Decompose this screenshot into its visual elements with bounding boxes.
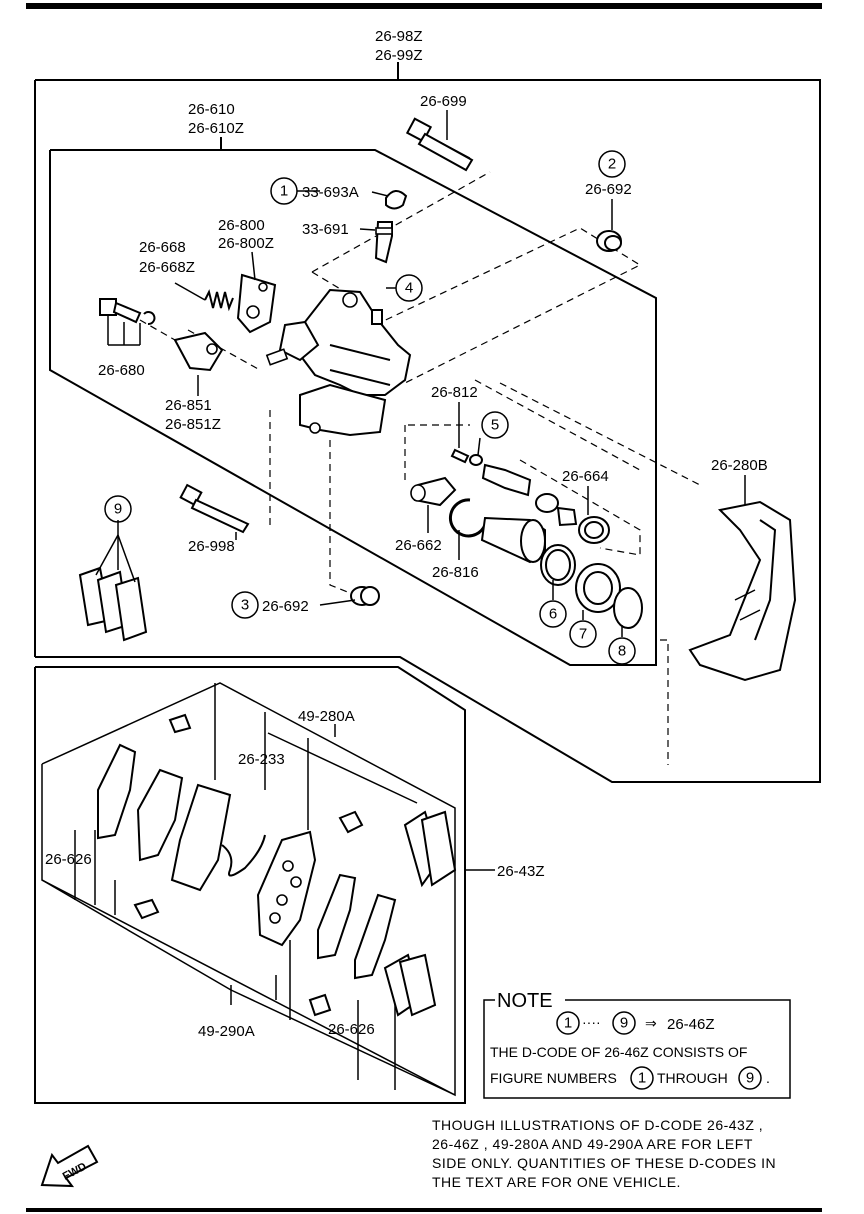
bolt-26-699	[405, 117, 474, 172]
label-pad-kit-43z: 26-43Z	[497, 863, 545, 880]
clip-set-part-9	[78, 566, 148, 642]
note-range-dots: ····	[582, 1014, 601, 1030]
fwd-arrow-icon	[40, 1144, 99, 1188]
disclaimer-line-1: THOUGH ILLUSTRATIONS OF D-CODE 26-43Z ,	[432, 1117, 763, 1133]
label-bolt-680: 26-680	[98, 362, 145, 379]
disclaimer-line-3: SIDE ONLY. QUANTITIES OF THESE D-CODES I…	[432, 1155, 776, 1171]
label-bolt-699: 26-699	[420, 93, 467, 110]
kit-frame-26-98z	[34, 62, 821, 783]
callout-7: 7	[579, 626, 587, 643]
snap-ring-26-816	[448, 498, 487, 538]
label-kit-top2: 26-99Z	[375, 47, 423, 64]
part-labels: 26-98Z 26-99Z 26-610 26-610Z 26-699 33-6…	[45, 28, 768, 1040]
note-title: NOTE	[497, 990, 553, 1012]
label-ring-816: 26-816	[432, 564, 479, 581]
label-boot-692-bottom: 26-692	[262, 598, 309, 615]
callout-4: 4	[405, 280, 413, 297]
note-result: 26-46Z	[667, 1016, 715, 1033]
note-line1: THE D-CODE OF 26-46Z CONSISTS OF	[490, 1044, 747, 1060]
note-line2-prefix: FIGURE NUMBERS	[490, 1070, 617, 1086]
callout-3: 3	[241, 597, 249, 614]
label-bracket-851z: 26-851Z	[165, 416, 221, 433]
label-caliper2: 26-610Z	[188, 120, 244, 137]
note-range-to: 9	[620, 1015, 628, 1032]
pin-26-998	[179, 483, 250, 534]
boot-26-692-bottom	[350, 586, 380, 606]
label-pad-kit-290a: 49-290A	[198, 1023, 255, 1040]
bleeder-33-691	[374, 221, 393, 264]
label-kit-top: 26-98Z	[375, 28, 423, 45]
boot-part-7	[575, 563, 621, 613]
label-spring-668: 26-668	[139, 239, 186, 256]
callout-6: 6	[549, 606, 557, 623]
disclaimer-line-2: 26-46Z , 49-280A AND 49-290A ARE FOR LEF…	[432, 1136, 753, 1152]
lever-26-800	[236, 273, 277, 334]
pad-kit-outlines	[41, 682, 456, 1097]
label-seal-664: 26-664	[562, 468, 609, 485]
callout-9: 9	[114, 501, 122, 518]
label-pin-812: 26-812	[431, 384, 478, 401]
spring-26-668	[204, 289, 234, 312]
label-clip-626-left: 26-626	[45, 851, 92, 868]
cap-33-693a	[385, 190, 408, 210]
oring-part-5	[469, 454, 483, 466]
disclaimer: THOUGH ILLUSTRATIONS OF D-CODE 26-43Z , …	[432, 1117, 776, 1190]
bracket-26-851	[173, 331, 224, 372]
label-caliper: 26-610	[188, 101, 235, 118]
callout-8: 8	[618, 643, 626, 660]
label-guide-662: 26-662	[395, 537, 442, 554]
note-line2-mid: THROUGH	[657, 1070, 728, 1086]
label-pin-998: 26-998	[188, 538, 235, 555]
ring-part-8	[613, 587, 643, 629]
caliper-frame-26-610	[49, 137, 657, 666]
bracket-26-280b	[688, 500, 797, 682]
callout-5: 5	[491, 417, 499, 434]
label-bracket-280b: 26-280B	[711, 457, 768, 474]
callout-1: 1	[280, 183, 288, 200]
boot-26-692-top	[596, 230, 622, 252]
pad-kit-frame-26-43z	[34, 666, 495, 1104]
adjuster-assembly	[481, 463, 610, 544]
label-cap-693a: 33-693A	[302, 184, 359, 201]
label-boot-692-top: 26-692	[585, 181, 632, 198]
label-leaders	[95, 110, 746, 637]
disclaimer-line-4: THE TEXT ARE FOR ONE VEHICLE.	[432, 1174, 681, 1190]
label-clip-626-bottom: 26-626	[328, 1021, 375, 1038]
label-spring-668z: 26-668Z	[139, 259, 195, 276]
pin-part-4	[371, 309, 383, 325]
label-lever-800z: 26-800Z	[218, 235, 274, 252]
note-line2-from: 1	[638, 1070, 646, 1087]
note-range-from: 1	[564, 1015, 572, 1032]
caliper-body	[265, 288, 412, 437]
label-shim-233: 26-233	[238, 751, 285, 768]
label-bracket-851: 26-851	[165, 397, 212, 414]
note-line2-to: 9	[746, 1070, 754, 1087]
label-lever-800: 26-800	[218, 217, 265, 234]
callout-circles: 1 2 3 4 5 6 7 8 9	[104, 150, 636, 665]
pin-26-812	[450, 448, 470, 464]
bolt-26-680	[99, 298, 156, 325]
note-arrow: ⇒	[645, 1015, 657, 1031]
callout-2: 2	[608, 156, 616, 173]
note-line2-end: .	[766, 1070, 770, 1086]
guide-26-662	[410, 476, 457, 507]
label-bleeder-691: 33-691	[302, 221, 349, 238]
piston	[480, 516, 546, 564]
note-box: NOTE 1 ···· 9 ⇒ 26-46Z THE D-CODE OF 26-…	[483, 990, 791, 1099]
pad-kit-parts	[97, 713, 457, 1017]
label-pad-kit-280a: 49-280A	[298, 708, 355, 725]
seal-part-6	[540, 544, 576, 586]
